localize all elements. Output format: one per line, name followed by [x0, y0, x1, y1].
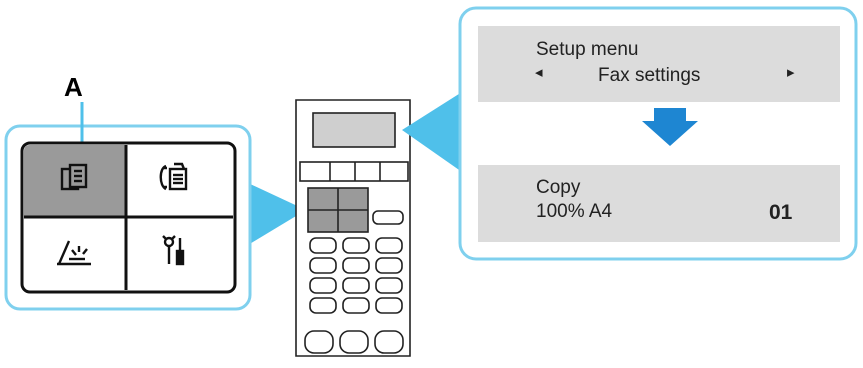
panel-key — [375, 237, 403, 254]
panel-key — [309, 297, 337, 314]
panel-key — [309, 237, 337, 254]
printer-operation-panel — [295, 99, 411, 357]
mode-buttons-callout — [4, 102, 306, 311]
lcd-before-line1: Setup menu — [536, 39, 639, 60]
left-callout-pointer — [248, 183, 306, 245]
panel-key-large — [304, 330, 334, 354]
scan-icon[interactable] — [57, 240, 91, 266]
panel-lcd — [312, 112, 396, 148]
panel-key — [342, 237, 370, 254]
lcd-after-count: 01 — [769, 201, 793, 224]
panel-key — [342, 257, 370, 274]
lcd-after-line2: 100% A4 — [536, 201, 613, 222]
panel-key — [342, 297, 370, 314]
right-callout-pointer — [402, 92, 462, 172]
lcd-screen-before — [478, 26, 840, 102]
callout-label-a: A — [64, 72, 83, 102]
right-arrow-icon: ▸ — [787, 64, 795, 81]
fax-icon[interactable] — [159, 162, 188, 191]
setup-tools-icon[interactable] — [162, 235, 185, 266]
panel-button — [372, 210, 404, 225]
left-arrow-icon: ◂ — [535, 64, 543, 81]
lcd-screen-after — [478, 165, 840, 242]
copy-icon[interactable] — [60, 163, 88, 191]
panel-key — [342, 277, 370, 294]
lcd-after-line1: Copy — [536, 177, 581, 198]
panel-key-large — [374, 330, 404, 354]
panel-function-buttons — [299, 161, 409, 182]
panel-key — [375, 277, 403, 294]
lcd-callout — [402, 6, 858, 261]
panel-key-large — [339, 330, 369, 354]
panel-key — [375, 297, 403, 314]
lcd-before-line2: Fax settings — [598, 65, 701, 86]
panel-key — [309, 277, 337, 294]
panel-key — [375, 257, 403, 274]
panel-key — [309, 257, 337, 274]
down-arrow-icon — [642, 108, 698, 146]
